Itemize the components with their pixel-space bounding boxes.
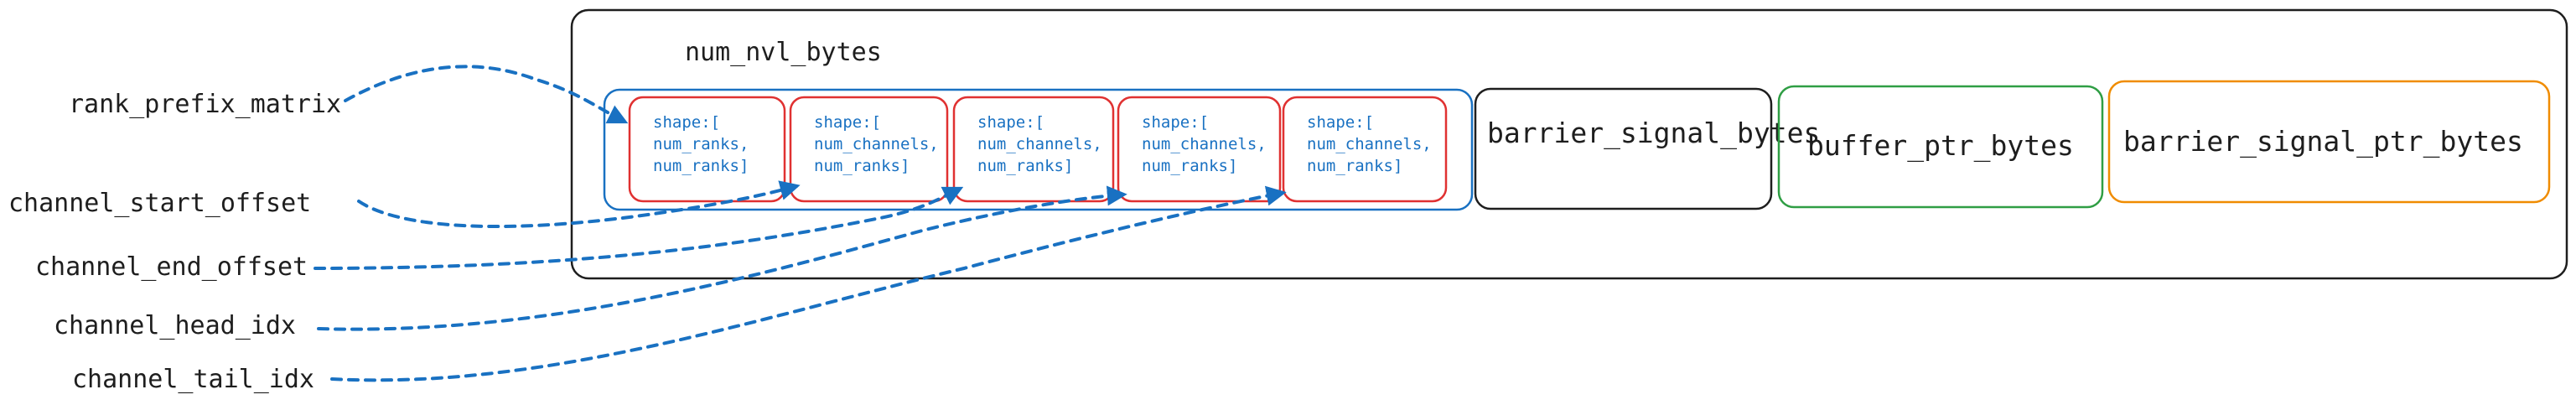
shape-box-border: [1282, 96, 1448, 203]
right-box-border: [1474, 87, 1773, 210]
shape-box-line: num_ranks]: [814, 157, 910, 175]
arrow-channel-tail-idx: [330, 185, 1287, 382]
shape-box: shape:[ num_channels, num_ranks]: [789, 96, 949, 203]
shape-box-line: num_ranks]: [1307, 157, 1402, 175]
shape-box-line: num_ranks]: [1142, 157, 1237, 175]
left-label: channel_head_idx: [54, 311, 296, 340]
shape-box: shape:[ num_channels, num_ranks]: [1117, 96, 1282, 203]
right-box: barrier_signal_ptr_bytes: [2107, 80, 2551, 204]
left-label: channel_start_offset: [8, 189, 311, 218]
arrow-channel-head-idx: [317, 185, 1127, 331]
left-label: channel_end_offset: [35, 252, 308, 282]
right-box-label: barrier_signal_ptr_bytes: [2123, 125, 2523, 158]
shape-box-line: shape:[: [653, 113, 720, 132]
shape-box-line: num_channels,: [1307, 135, 1432, 153]
shape-box-line: shape:[: [1307, 113, 1374, 132]
shape-box: shape:[ num_channels, num_ranks]: [1282, 96, 1448, 203]
buffer-title: num_nvl_bytes: [685, 38, 882, 67]
right-box-label: barrier_signal_bytes: [1487, 117, 1820, 150]
left-label-group: rank_prefix_matrix channel_start_offsetch…: [8, 90, 341, 394]
nvl-group-box: [603, 88, 1474, 211]
shape-box-line: num_ranks,: [653, 135, 749, 153]
arrow-group: [314, 65, 1287, 382]
arrow-channel-end-offset: [314, 186, 964, 270]
shape-box-line: num_channels,: [977, 135, 1102, 153]
shape-box-line: shape:[: [1142, 113, 1209, 132]
arrow-rank-prefix-matrix: [344, 65, 629, 124]
arrow-channel-start-offset: [357, 180, 801, 229]
right-box-border: [2107, 80, 2551, 204]
shape-box-border: [628, 96, 786, 203]
right-box-label: buffer_ptr_bytes: [1807, 129, 2074, 163]
shape-box-line: shape:[: [814, 113, 881, 132]
shape-box-line: num_channels,: [1142, 135, 1267, 153]
shape-box-line: shape:[: [977, 113, 1044, 132]
shape-box: shape:[ num_ranks, num_ranks]: [628, 96, 786, 203]
left-label: rank_prefix_matrix: [69, 90, 341, 119]
outer-buffer-box: [570, 8, 2568, 280]
shape-box-line: num_ranks]: [653, 157, 749, 175]
shape-box-line: num_ranks]: [977, 157, 1073, 175]
right-box: barrier_signal_bytes: [1474, 87, 1820, 210]
left-label: channel_tail_idx: [72, 365, 314, 394]
shape-box-line: num_channels,: [814, 135, 939, 153]
shape-box-border: [1117, 96, 1282, 203]
right-box-border: [1777, 85, 2104, 209]
right-box: buffer_ptr_bytes: [1777, 85, 2104, 209]
shape-box: shape:[ num_channels, num_ranks]: [952, 96, 1115, 203]
shape-box-group: shape:[ num_ranks, num_ranks] shape:[ num_ch…: [628, 96, 1448, 203]
shape-box-border: [789, 96, 949, 203]
shape-box-border: [952, 96, 1115, 203]
